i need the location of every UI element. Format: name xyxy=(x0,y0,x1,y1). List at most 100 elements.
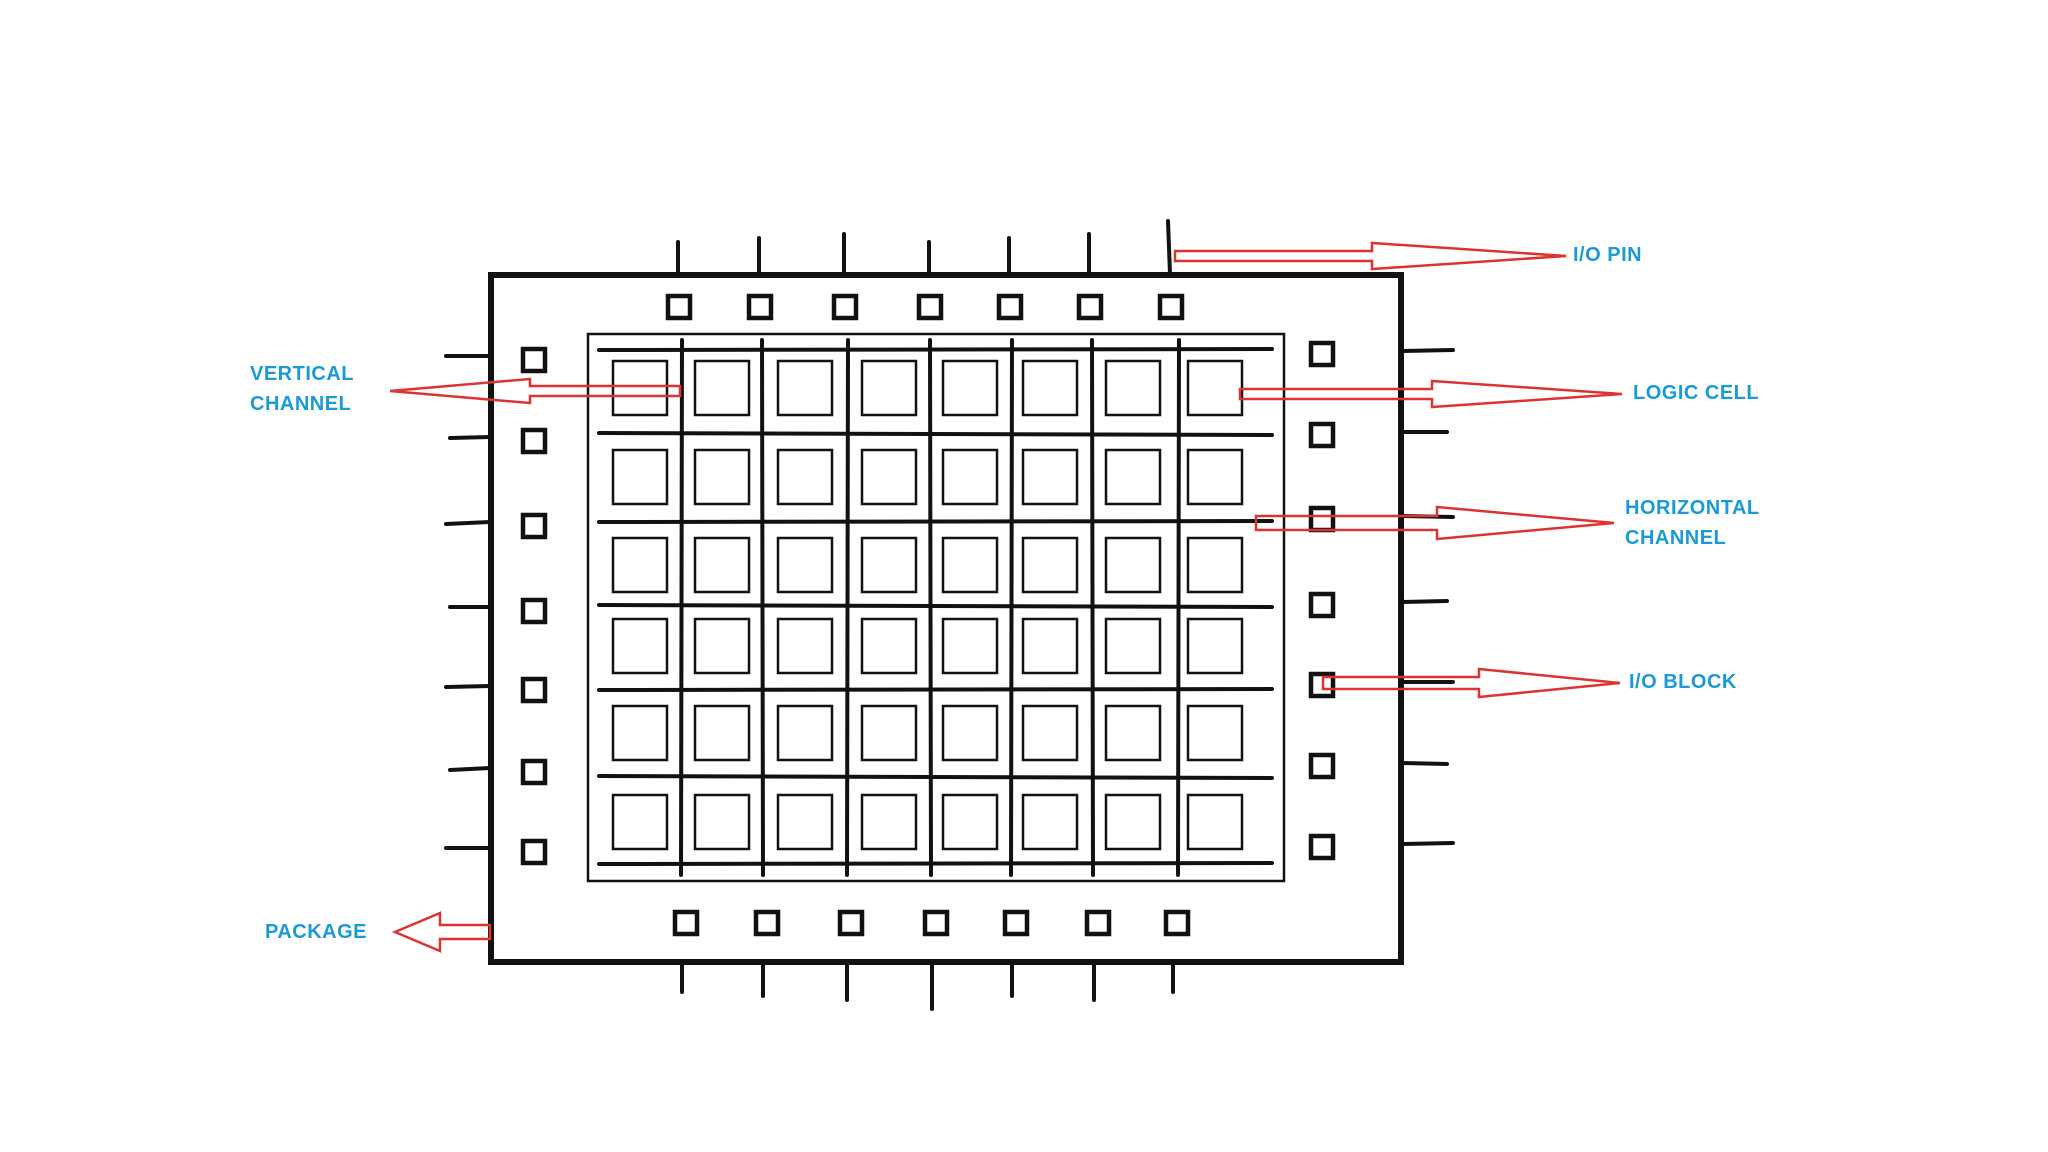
logic-cell xyxy=(611,359,669,417)
logic-cell xyxy=(860,359,918,417)
horizontal-channel-line xyxy=(597,519,1274,524)
logic-cell xyxy=(1021,704,1079,762)
callout-arrow xyxy=(1238,379,1623,409)
logic-cell xyxy=(776,704,834,762)
logic-cell xyxy=(611,536,669,594)
vertical-channel-line xyxy=(1009,338,1014,877)
logic-cell xyxy=(776,536,834,594)
io-block xyxy=(1157,293,1185,321)
io-block xyxy=(520,346,548,374)
io-block xyxy=(672,909,700,937)
io-block xyxy=(1084,909,1112,937)
logic-cell xyxy=(776,448,834,506)
logic-cell xyxy=(860,448,918,506)
logic-cell xyxy=(1104,448,1162,506)
logic-cell xyxy=(941,536,999,594)
io-block xyxy=(922,909,950,937)
io-pin xyxy=(1401,841,1455,846)
logic-cell-grid xyxy=(611,359,1244,851)
io-block xyxy=(520,838,548,866)
io-pin xyxy=(1166,219,1172,276)
logic-cell xyxy=(941,704,999,762)
label-logic-cell: LOGIC CELL xyxy=(1633,382,1760,404)
io-block xyxy=(520,676,548,704)
vertical-channel-line xyxy=(845,338,850,877)
label-io-pin: I/O PIN xyxy=(1573,244,1643,266)
io-block xyxy=(837,909,865,937)
logic-cell xyxy=(693,704,751,762)
logic-cell xyxy=(1021,448,1079,506)
io-block xyxy=(520,427,548,455)
logic-cell xyxy=(941,359,999,417)
io-block xyxy=(746,293,774,321)
logic-cell xyxy=(860,536,918,594)
io-pin xyxy=(1401,348,1455,353)
horizontal-channel-line xyxy=(597,861,1274,866)
io-block xyxy=(520,597,548,625)
logic-cell xyxy=(611,704,669,762)
logic-cell xyxy=(1186,617,1244,675)
io-block xyxy=(1308,505,1336,533)
logic-cell xyxy=(1186,359,1244,417)
logic-cell xyxy=(693,617,751,675)
io-block xyxy=(916,293,944,321)
callout-arrow xyxy=(391,911,492,953)
label-package: PACKAGE xyxy=(265,921,368,943)
logic-cell xyxy=(860,704,918,762)
io-pin xyxy=(444,684,492,689)
logic-cell xyxy=(1021,359,1079,417)
logic-cell xyxy=(1104,617,1162,675)
logic-cell xyxy=(776,359,834,417)
io-block xyxy=(520,758,548,786)
io-block xyxy=(1308,421,1336,449)
horizontal-channel-line xyxy=(597,603,1274,609)
io-pin xyxy=(1401,599,1449,604)
io-pin xyxy=(444,520,492,526)
io-pins xyxy=(444,219,1455,1011)
callout-arrow xyxy=(389,377,682,405)
io-block xyxy=(753,909,781,937)
label-vertical-channel: VERTICAL CHANNEL xyxy=(250,363,354,415)
horizontal-channel-line xyxy=(597,774,1274,780)
io-block xyxy=(665,293,693,321)
horizontal-channels xyxy=(597,347,1274,866)
io-block xyxy=(1308,340,1336,368)
logic-cell xyxy=(1104,793,1162,851)
vertical-channel-line xyxy=(1090,338,1095,877)
io-block xyxy=(996,293,1024,321)
horizontal-channel-line xyxy=(597,687,1274,692)
io-block xyxy=(831,293,859,321)
io-block xyxy=(1308,591,1336,619)
io-block xyxy=(1002,909,1030,937)
logic-cell xyxy=(776,793,834,851)
vertical-channel-line xyxy=(928,338,933,877)
logic-cell xyxy=(860,793,918,851)
logic-cell xyxy=(941,617,999,675)
logic-cell xyxy=(1104,536,1162,594)
horizontal-channel-line xyxy=(597,431,1274,437)
logic-cell xyxy=(1021,617,1079,675)
logic-cell xyxy=(1104,704,1162,762)
label-horizontal-channel: HORIZONTAL CHANNEL xyxy=(1625,497,1760,549)
horizontal-channel-line xyxy=(597,347,1274,352)
logic-cell xyxy=(776,617,834,675)
logic-cell xyxy=(1186,704,1244,762)
io-block xyxy=(1308,752,1336,780)
package-outline xyxy=(488,272,1404,965)
logic-cell xyxy=(693,359,751,417)
callout-arrow xyxy=(1321,667,1621,699)
vertical-channel-line xyxy=(1176,338,1181,877)
callout-arrow xyxy=(1254,505,1615,541)
logic-cell xyxy=(611,448,669,506)
logic-cell xyxy=(1186,448,1244,506)
label-io-block: I/O BLOCK xyxy=(1629,671,1737,693)
io-pin xyxy=(448,435,492,440)
callout-arrows xyxy=(389,241,1623,953)
io-pin xyxy=(448,766,492,772)
logic-cell xyxy=(693,536,751,594)
io-pin xyxy=(1401,761,1449,766)
vertical-channel-line xyxy=(679,338,684,877)
vertical-channel-line xyxy=(760,338,765,877)
